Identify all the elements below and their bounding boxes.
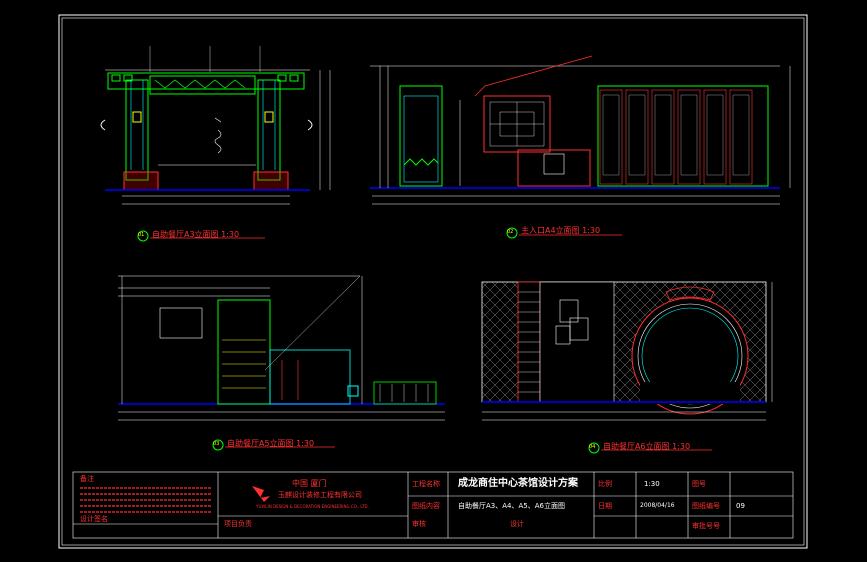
elevation-a3	[100, 46, 331, 205]
drawing-label: 图纸内容	[412, 502, 440, 510]
date-label: 日期	[598, 502, 612, 510]
view-number-2: 02	[507, 229, 514, 235]
scale-label: 比例	[598, 480, 612, 488]
view-title-4: 自助餐厅A6立面图 1:30	[603, 442, 691, 451]
company-line1: 中国 厦门	[292, 479, 327, 488]
title-block-frame	[72, 471, 794, 539]
drawing-name: 自助餐厅A3、A4、A5、A6立面图	[458, 502, 565, 510]
company-logo	[252, 486, 270, 502]
elevation-a4	[370, 55, 791, 205]
inner-frame	[61, 17, 805, 546]
date-value: 2008/04/16	[640, 502, 675, 509]
view-title-1: 自助餐厅A3立面图 1:30	[152, 230, 240, 239]
view-number-1: 01	[138, 232, 145, 238]
project-label: 工程名称	[412, 480, 440, 488]
sheet-no-label: 图号	[692, 480, 706, 488]
design-label: 设计	[510, 520, 524, 528]
elevation-a6	[481, 281, 773, 421]
check-label: 审核	[412, 520, 426, 528]
company-english: YUXILIN DESIGN & DECORATION ENGINEERING …	[256, 504, 369, 509]
person-label: 项目负责	[224, 520, 252, 528]
view-marker-1	[137, 230, 265, 242]
view-number-3: 03	[213, 441, 220, 447]
outer-frame	[58, 14, 808, 549]
view-title-3: 自助餐厅A5立面图 1:30	[227, 439, 315, 448]
view-marker-4	[588, 442, 712, 454]
approve-label: 审批号号	[692, 522, 720, 530]
scale-value: 1:30	[644, 480, 660, 488]
design-signature-label: 设计签名	[80, 515, 108, 523]
company-line2: 玉麒设计装修工程有限公司	[278, 491, 362, 499]
view-marker-2	[506, 227, 622, 239]
view-number-4: 04	[589, 444, 596, 450]
page-value: 09	[736, 502, 745, 510]
notes-text-lines	[80, 487, 212, 513]
page-label: 图纸编号	[692, 502, 720, 510]
project-name: 成龙商住中心茶馆设计方案	[458, 478, 578, 489]
view-title-2: 主入口A4立面图 1:30	[521, 226, 601, 235]
elevation-a5	[118, 275, 445, 421]
notes-heading: 备注	[80, 475, 94, 483]
view-marker-3	[212, 439, 335, 451]
